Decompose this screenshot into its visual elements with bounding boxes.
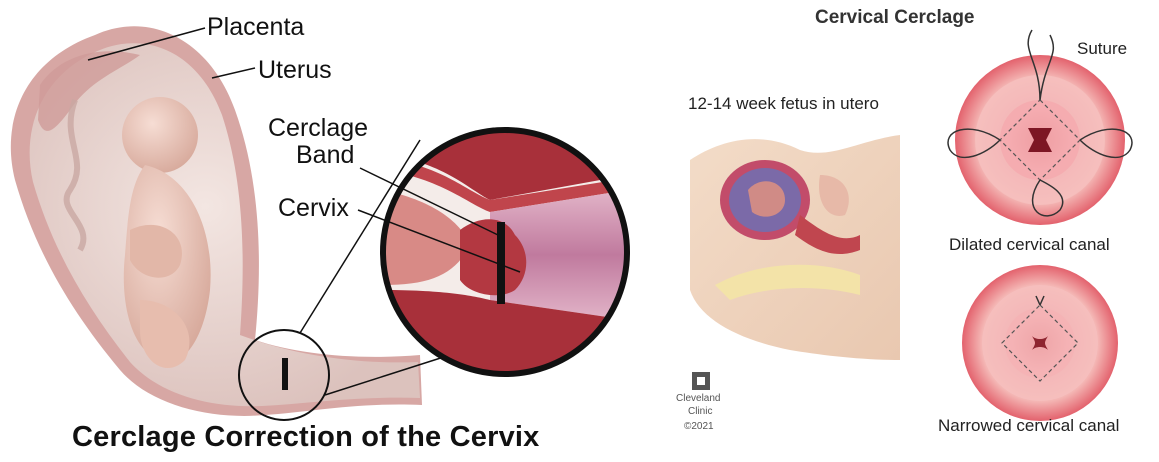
label-uterus: Uterus (258, 58, 332, 83)
cleveland-clinic-logo-mark (692, 372, 710, 390)
label-cerclage-line2: Band (296, 143, 354, 168)
suture-label: Suture (1077, 40, 1127, 57)
uterus-illustration (11, 26, 422, 420)
narrowed-canal-diagram (962, 265, 1118, 421)
narrowed-label: Narrowed cervical canal (938, 417, 1119, 434)
label-cerclage-line1: Cerclage (268, 116, 368, 141)
logo-line1: Cleveland (676, 394, 720, 404)
dilated-label: Dilated cervical canal (949, 236, 1110, 253)
cervix-band-small (282, 358, 288, 390)
right-title: Cervical Cerclage (815, 8, 975, 27)
logo-line2: Clinic (688, 407, 712, 417)
logo-year: ©2021 (684, 422, 714, 432)
magnified-cervix (383, 130, 628, 375)
body-skin (690, 135, 900, 360)
dilated-canal-diagram (948, 30, 1132, 225)
fetus-label: 12-14 week fetus in utero (688, 95, 879, 112)
main-caption: Cerclage Correction of the Cervix (72, 423, 540, 452)
uterus-pointer (212, 68, 255, 78)
fetus-small (748, 181, 785, 216)
label-cervix: Cervix (278, 196, 349, 221)
label-placenta: Placenta (207, 15, 304, 40)
fetus (122, 97, 211, 368)
sagittal-view (690, 135, 900, 360)
